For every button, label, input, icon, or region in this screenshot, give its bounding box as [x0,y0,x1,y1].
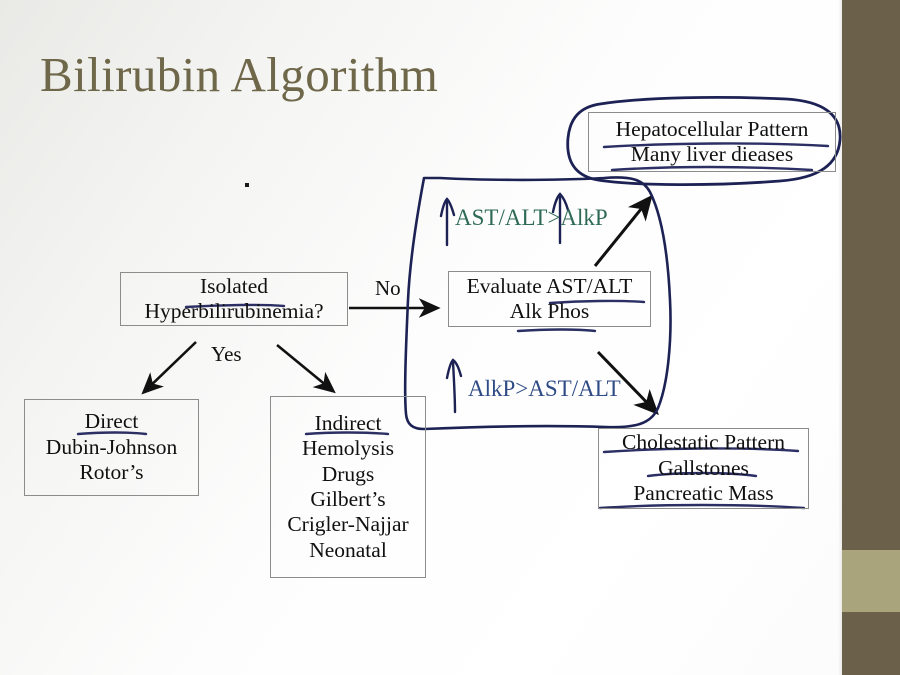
ink-underlines [76,142,830,510]
sidebar-band-top [842,0,900,550]
ink-arrow-up-ast-left [439,197,456,247]
box-evaluate-line2: Alk Phos [509,299,590,323]
stray-dot-artifact [245,183,249,187]
ink-ellipse-around-hepatocellular [566,96,842,187]
box-isolated-line2: Hyperbilirubinemia? [144,299,324,323]
box-direct-line1: Direct [84,409,139,434]
ink-arrow-up-alkp [445,358,463,414]
box-direct-line3: Rotor’s [79,460,144,485]
box-cholestatic-line1: Cholestatic Pattern [621,430,785,455]
sidebar-edge-shadow [838,0,842,675]
flow-arrow-yes-left [141,341,197,395]
box-direct-hyperbilirubinemia[interactable]: Direct Dubin-Johnson Rotor’s [24,399,199,496]
page-title: Bilirubin Algorithm [40,47,439,102]
flow-arrow-yes-right [276,343,336,394]
box-cholestatic-line2: Gallstones [658,455,749,480]
box-indirect-line3: Drugs [321,461,375,486]
flow-arrow-to-hepatocellular [593,194,653,267]
flow-arrow-to-cholestatic [596,350,659,416]
box-indirect-line1: Indirect [314,410,382,435]
annotation-alkp-greater-ast-alt: AlkP>AST/ALT [468,376,621,401]
box-evaluate-enzymes[interactable]: Evaluate AST/ALT Alk Phos [448,271,651,327]
sidebar-band-accent [842,550,900,612]
box-cholestatic-line3: Pancreatic Mass [633,481,774,506]
box-indirect-hyperbilirubinemia[interactable]: Indirect Hemolysis Drugs Gilbert’s Crigl… [270,396,426,578]
box-indirect-line5: Crigler-Najjar [287,512,409,537]
branch-label-yes: Yes [211,342,242,366]
box-cholestatic-pattern[interactable]: Cholestatic Pattern Gallstones Pancreati… [598,428,809,509]
ink-loop-around-evaluate [403,176,672,431]
box-hepatocellular-line2: Many liver dieases [630,142,794,166]
box-isolated-hyperbilirubinemia[interactable]: Isolated Hyperbilirubinemia? [120,272,348,326]
box-isolated-line1: Isolated [199,273,269,298]
box-indirect-line2: Hemolysis [302,436,394,461]
box-evaluate-line1: Evaluate AST/ALT [466,273,633,298]
box-hepatocellular-pattern[interactable]: Hepatocellular Pattern Many liver diease… [588,112,836,172]
ink-arrow-up-ast-right [551,192,570,245]
branch-label-no: No [375,276,401,300]
box-indirect-line4: Gilbert’s [310,487,386,511]
sidebar-band-bottom [842,612,900,675]
annotation-ast-alt-greater-alkp: AST/ALT>AlkP [455,205,608,230]
box-hepatocellular-line1: Hepatocellular Pattern [615,116,809,141]
box-direct-line2: Dubin-Johnson [45,434,178,459]
box-indirect-line6: Neonatal [309,537,387,562]
